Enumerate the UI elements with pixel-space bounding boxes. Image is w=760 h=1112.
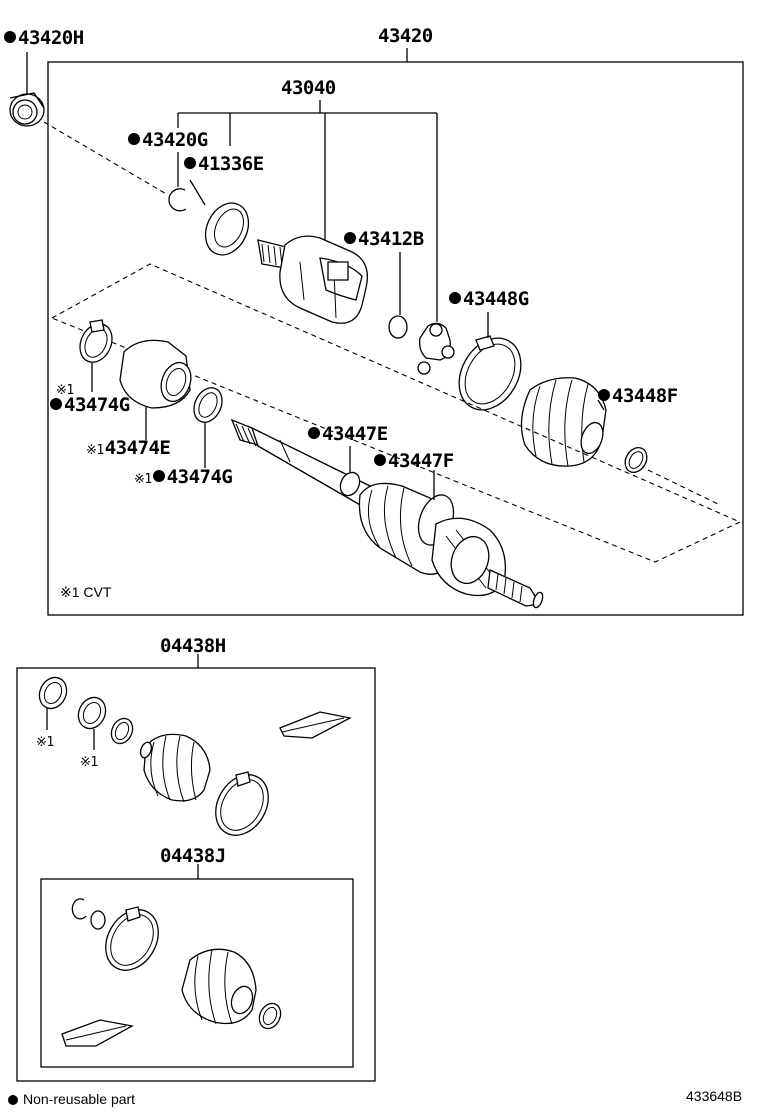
non-reusable-dot-icon	[598, 389, 610, 401]
label-43448F: 43448F	[598, 386, 678, 406]
ring-41336E	[204, 202, 250, 256]
label-04438J: 04438J	[160, 845, 226, 867]
outboard-joint	[358, 482, 544, 609]
non-reusable-dot-icon	[4, 31, 16, 43]
snap-ring-43420G	[168, 188, 187, 212]
dash-43420H	[43, 121, 169, 196]
kit-clamp-c	[110, 717, 134, 745]
label-43420: 43420	[378, 25, 433, 47]
label-kit-note-b: ※1	[80, 755, 98, 770]
kit-boot	[139, 733, 211, 803]
kit-j-clamp	[105, 906, 159, 971]
non-reusable-dot-icon	[184, 157, 196, 169]
label-43474G-note: ※1	[56, 383, 74, 398]
label-43420G: 43420G	[128, 130, 208, 150]
label-43447F: 43447F	[374, 451, 454, 471]
legend-text: Non-reusable part	[23, 1091, 136, 1107]
non-reusable-dot-icon	[344, 232, 356, 244]
non-reusable-dot-icon	[449, 292, 461, 304]
non-reusable-dot-icon	[374, 454, 386, 466]
kit-frame-04438J	[40, 878, 354, 1068]
label-04438H: 04438H	[160, 635, 226, 657]
kit-frame-04438H	[16, 667, 376, 1082]
kit-j-grease-pack	[61, 1019, 134, 1047]
label-43448G: 43448G	[449, 289, 529, 309]
non-reusable-dot-icon	[128, 133, 140, 145]
label-43420H: 43420H	[4, 28, 84, 48]
snap-ring-43412B	[388, 315, 408, 339]
kit-j-small-clamp	[258, 1002, 282, 1030]
kit-j-snap-ring	[71, 898, 87, 920]
label-43040: 43040	[281, 77, 336, 99]
inboard-boot	[520, 377, 607, 467]
kit-big-clamp	[215, 771, 269, 836]
kit-j-boot	[181, 948, 257, 1025]
leader-41336E	[189, 179, 206, 206]
assembly-frame-43420	[47, 61, 744, 616]
label-43474E: ※143474E	[86, 437, 171, 459]
clamp-43474G-left	[79, 319, 113, 363]
dash-outline	[51, 263, 742, 563]
non-reusable-dot-icon	[8, 1095, 18, 1105]
label-43447E: 43447E	[308, 424, 388, 444]
ring-43447E	[339, 471, 361, 497]
joint-housing-43040	[257, 235, 369, 324]
legend: Non-reusable part	[8, 1091, 135, 1107]
kit-clamp-b	[77, 696, 107, 730]
label-43474G-a: 43474G	[50, 395, 130, 415]
tripod-joint	[417, 322, 455, 375]
non-reusable-dot-icon	[152, 470, 165, 482]
kit-grease-pack	[279, 711, 352, 739]
non-reusable-dot-icon	[50, 398, 62, 410]
clamp-43448G	[458, 335, 522, 411]
clamp-43448F	[624, 447, 648, 473]
leader-43448F	[597, 399, 605, 411]
ring-43420H	[9, 92, 45, 127]
non-reusable-dot-icon	[308, 427, 320, 439]
kit-j-ring	[90, 910, 106, 930]
label-43412B: 43412B	[344, 229, 424, 249]
clamp-43474G-right	[193, 387, 223, 423]
footnote-cvt: ※1 CVT	[60, 584, 112, 600]
drawing-code: 433648B	[686, 1088, 743, 1104]
label-kit-note-a: ※1	[36, 735, 54, 750]
kit-clamp-a	[38, 676, 68, 710]
boot-43474E	[119, 339, 192, 409]
label-41336E: 41336E	[184, 154, 264, 174]
dash-link-f	[647, 469, 721, 506]
